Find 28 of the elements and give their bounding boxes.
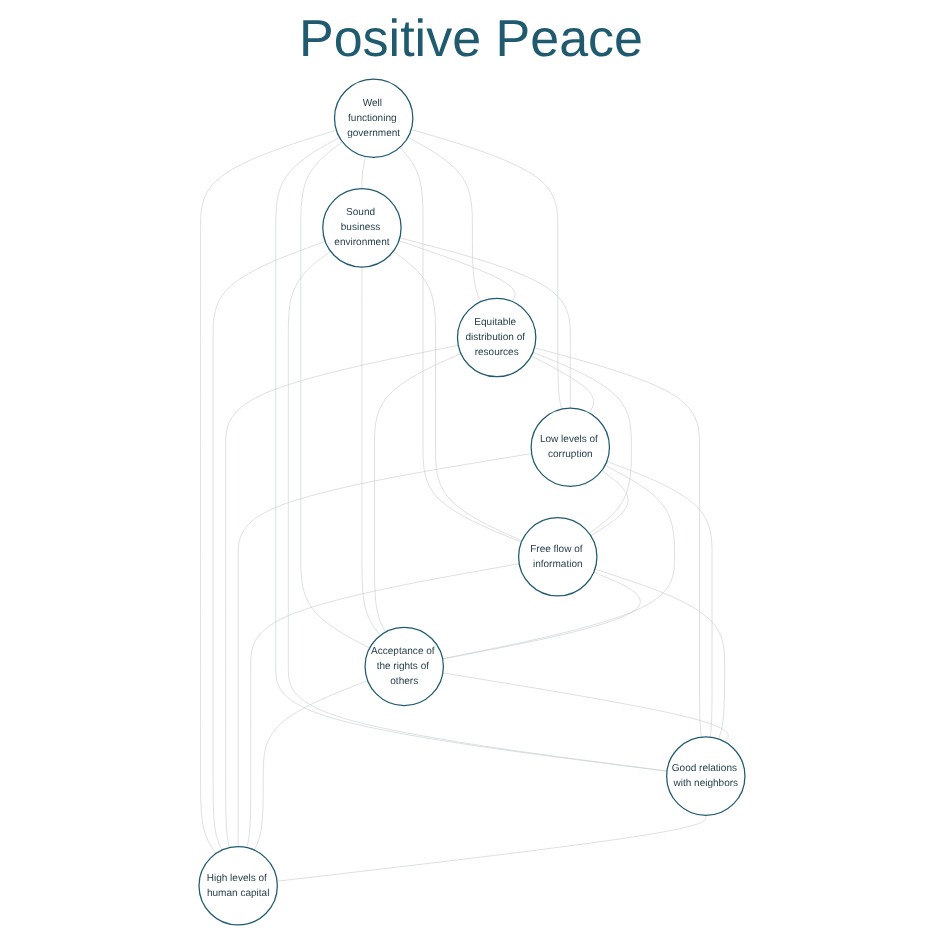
connector	[211, 241, 325, 851]
title: Positive Peace	[297, 8, 645, 70]
connector	[245, 563, 519, 848]
connector	[441, 465, 674, 659]
connector	[224, 344, 458, 848]
connector	[373, 353, 461, 633]
connector	[409, 129, 561, 410]
connector	[593, 568, 724, 740]
connector	[397, 240, 515, 302]
connector	[392, 250, 522, 542]
connector	[287, 250, 667, 772]
connector	[253, 680, 368, 851]
connector	[406, 136, 481, 302]
connector	[398, 147, 521, 543]
connector	[199, 129, 336, 854]
connector	[530, 355, 593, 414]
connector	[533, 347, 701, 738]
connector	[531, 351, 631, 534]
connector	[274, 137, 667, 772]
connector	[398, 237, 570, 409]
connector	[441, 571, 640, 660]
connector	[236, 453, 531, 847]
connector	[299, 141, 369, 649]
connector	[605, 461, 712, 738]
connector	[589, 470, 628, 537]
connector	[441, 672, 728, 743]
connector	[360, 266, 380, 636]
connector	[275, 815, 706, 882]
